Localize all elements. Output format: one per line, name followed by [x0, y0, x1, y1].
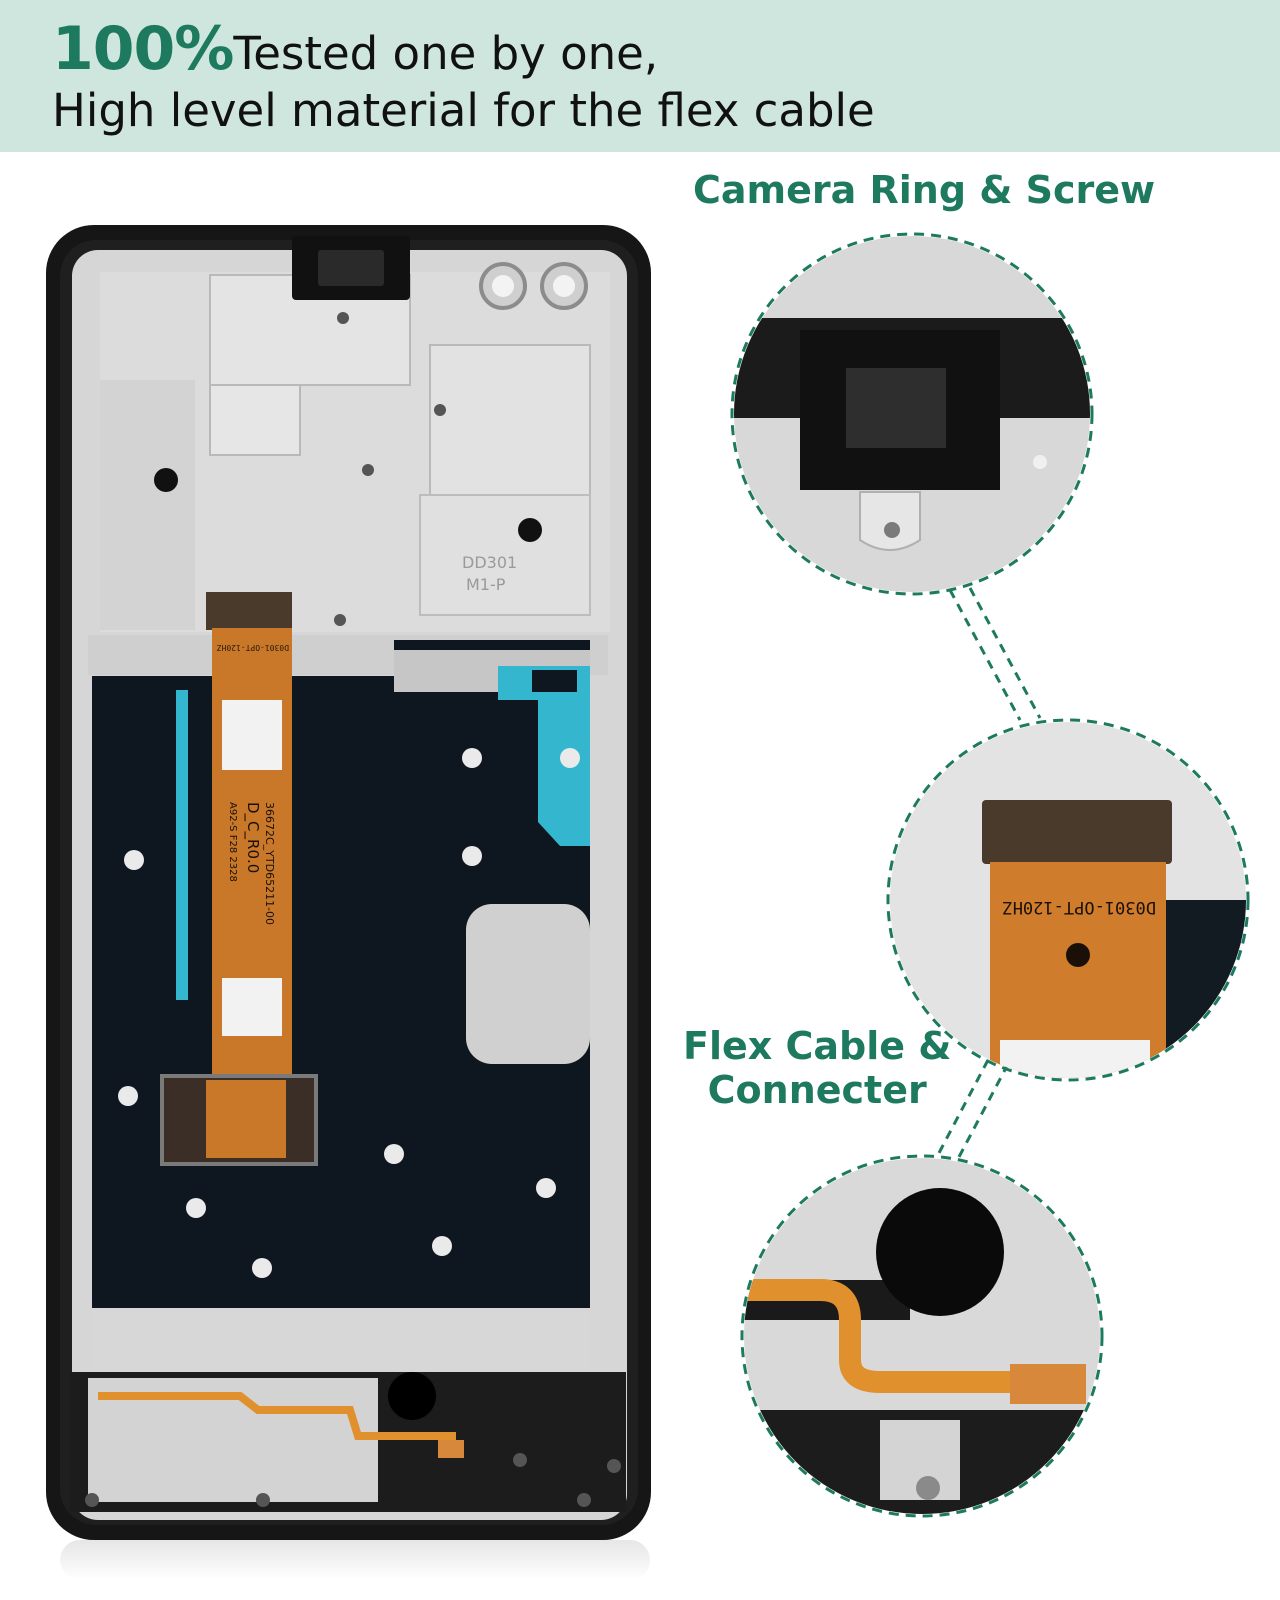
camera-ring-2-hole — [553, 275, 575, 297]
callout-flex-line1: Flex Cable & — [683, 1024, 952, 1068]
callout-flex-line2: Connecter — [707, 1068, 927, 1112]
callout-camera-label: Camera Ring & Screw — [693, 168, 1156, 212]
plate-left-strip — [100, 380, 195, 630]
cyan-tape-cut — [532, 670, 577, 692]
panel-dot — [462, 846, 482, 866]
zoom2-mark — [1066, 943, 1090, 967]
flex-label-2 — [222, 978, 282, 1036]
zoom1-screw — [884, 522, 900, 538]
bottom-flex-trace — [98, 1392, 456, 1440]
connector-2a — [928, 1059, 990, 1171]
connector-1b — [968, 587, 1042, 719]
connector-1a — [948, 589, 1022, 721]
banner-headline: 100%Tested one by one, — [52, 14, 658, 84]
panel-dot — [384, 1144, 404, 1164]
panel-dots — [118, 748, 580, 1278]
cyan-tape-right — [498, 666, 590, 846]
panel-dot — [124, 850, 144, 870]
flex-code-top: D0301-OPT-120HZ — [217, 643, 289, 652]
grey-pad — [466, 904, 590, 1064]
flex-model-1: 36672C_YTD65211-00 — [263, 802, 276, 925]
panel-dot — [118, 1086, 138, 1106]
flex-model-3: A92-S F28 2328 — [227, 802, 238, 882]
zoom3-outline — [740, 1154, 1104, 1518]
bottom-screw-1 — [85, 1493, 99, 1507]
lower-metal — [92, 1310, 590, 1370]
zoom-camera-ring — [730, 232, 1094, 596]
plate-recess-2 — [209, 384, 301, 456]
zoom3-metal — [880, 1420, 960, 1500]
plate-stamp-1: DD301 — [462, 553, 517, 572]
plate-recess-4 — [419, 494, 591, 616]
bottom-flex-pad — [438, 1440, 464, 1458]
screw-dot-3 — [434, 404, 446, 416]
screw-hole-1 — [154, 468, 178, 492]
zoom1-mesh — [846, 368, 946, 448]
bottom-screw-4 — [577, 1493, 591, 1507]
banner-line2-text: High level material for the flex cable — [52, 84, 875, 137]
zoom1-tab — [859, 491, 921, 551]
floor-shadow — [60, 1540, 650, 1580]
zoom2-outline — [886, 718, 1250, 1082]
zoom1-dot — [1033, 455, 1047, 469]
screw-hole-2 — [518, 518, 542, 542]
screw-dot-4 — [334, 614, 346, 626]
flex-cable-tail — [206, 1080, 286, 1158]
callout-connectors — [928, 587, 1042, 1175]
callout-flex-label: Flex Cable & Connecter — [683, 1024, 951, 1112]
bottom-screw-5 — [607, 1459, 621, 1473]
zoom-flex-connector: D0301-OPT-120HZ — [886, 718, 1250, 1082]
panel-dot — [462, 748, 482, 768]
screw-dot-2 — [362, 464, 374, 476]
zoom-bottom-flex — [740, 1154, 1104, 1518]
cyan-tape-left — [176, 690, 188, 1000]
flex-label-1 — [222, 700, 282, 770]
speaker-hole — [388, 1372, 436, 1420]
zoom2-connector — [982, 800, 1172, 864]
zoom1-outline — [730, 232, 1094, 596]
bottom-screw-2 — [256, 1493, 270, 1507]
panel-dot — [252, 1258, 272, 1278]
zoom3-speaker — [876, 1188, 1004, 1316]
bottom-screw-3 — [513, 1453, 527, 1467]
zoom2-code: D0301-OPT-120HZ — [1002, 897, 1156, 917]
plate-recess-3 — [429, 344, 591, 496]
camera-ring-1-hole — [492, 275, 514, 297]
phone-frame-assembly: DD301 M1-P D0301-OPT-120HZ 36672C_YTD652… — [46, 225, 651, 1540]
zoom3-pad — [1010, 1364, 1086, 1404]
panel-dot — [560, 748, 580, 768]
panel-dot — [432, 1236, 452, 1256]
flex-connector-top — [206, 592, 292, 630]
panel-dot — [186, 1198, 206, 1218]
panel-dot — [536, 1178, 556, 1198]
header-banner: 100%Tested one by one, High level materi… — [0, 0, 1280, 152]
connector-2b — [948, 1063, 1010, 1175]
plate-stamp-2: M1-P — [466, 575, 506, 594]
earpiece-mesh — [318, 250, 384, 286]
zoom3-screw — [916, 1476, 940, 1500]
banner-line1-text: Tested one by one, — [233, 27, 659, 80]
banner-highlight: 100% — [52, 14, 234, 84]
flex-model-2: D_C_R0.0 — [243, 802, 262, 873]
zoom3-trace — [744, 1279, 1030, 1393]
screw-dot-1 — [337, 312, 349, 324]
